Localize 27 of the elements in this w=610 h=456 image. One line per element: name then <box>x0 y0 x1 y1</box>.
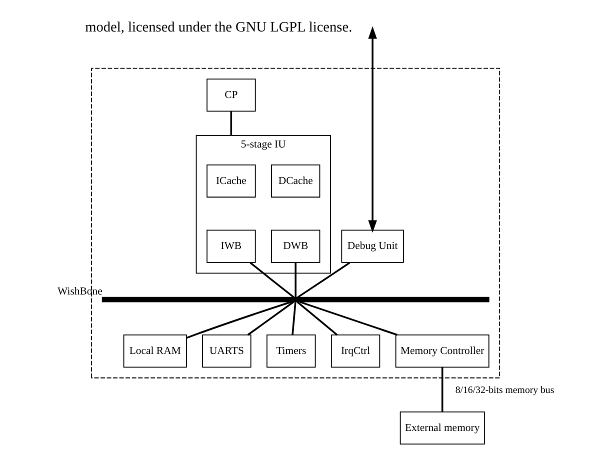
connector <box>186 301 292 339</box>
node-box: UARTS <box>202 334 252 368</box>
connector <box>297 262 350 298</box>
node-box: ICache <box>206 164 256 198</box>
arrow <box>368 26 377 233</box>
node-box: DWB <box>271 230 320 263</box>
connector <box>300 301 398 336</box>
connector <box>294 262 296 298</box>
node-box: Debug Unit <box>341 230 404 263</box>
node-label: WishBone <box>58 285 102 298</box>
connector <box>441 368 444 412</box>
edge-label: 8/16/32-bits memory bus <box>455 384 554 396</box>
node-box: Timers <box>266 334 316 368</box>
node-box: Memory Controller <box>395 334 490 368</box>
node-box: CP <box>206 78 256 112</box>
connector <box>247 301 294 336</box>
node-bar <box>102 296 490 302</box>
connector <box>296 301 338 336</box>
label: model, licensed under the GNU LGPL license. <box>85 19 352 36</box>
connector <box>292 302 296 335</box>
node-box: External memory <box>400 411 485 445</box>
node-box: IWB <box>206 230 256 263</box>
connector <box>230 111 232 136</box>
node-box: DCache <box>271 164 320 198</box>
connector <box>250 262 294 298</box>
node-box: Local RAM <box>123 334 187 368</box>
node-box: IrqCtrl <box>330 334 380 368</box>
